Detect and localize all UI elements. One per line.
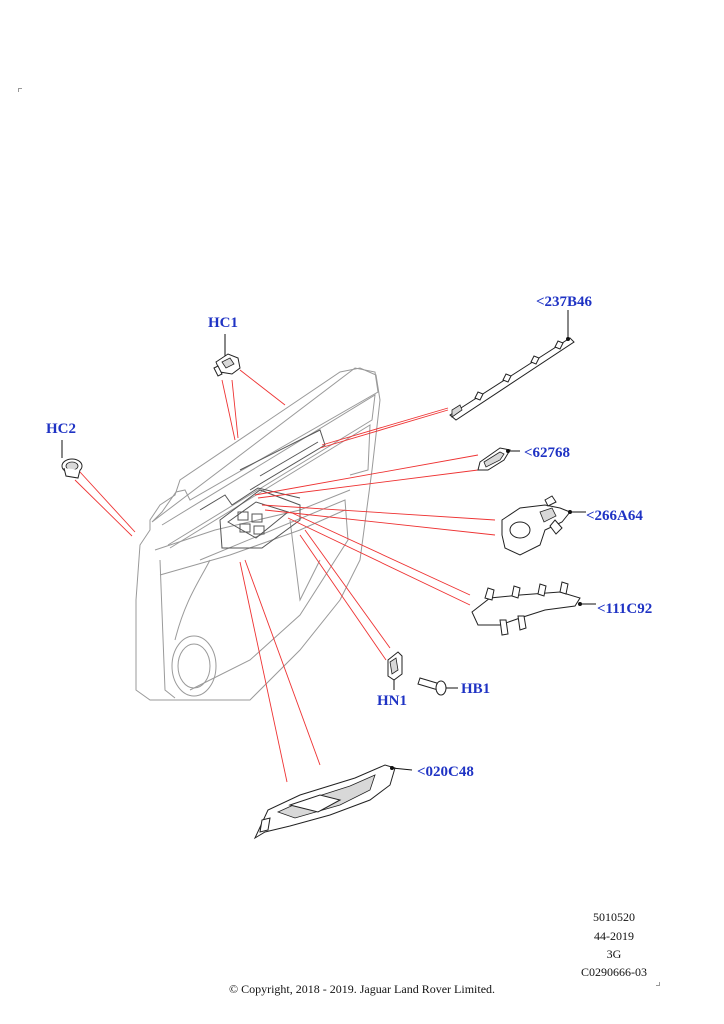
leader-lines xyxy=(74,369,496,783)
copyright-notice: © Copyright, 2018 - 2019. Jaguar Land Ro… xyxy=(228,982,496,996)
fastener-hb1-bolt[interactable] xyxy=(417,677,458,696)
callout-266a64[interactable]: <266A64 xyxy=(586,508,643,524)
diagram-reference: C0290666-03 xyxy=(581,965,647,979)
diagram-revision: 3G xyxy=(606,947,622,961)
callout-111c92[interactable]: <111C92 xyxy=(597,601,652,617)
fastener-hn1-clip[interactable] xyxy=(387,651,403,690)
fastener-hc1-clip[interactable] xyxy=(213,334,241,377)
callout-hn1[interactable]: HN1 xyxy=(377,693,407,709)
callout-020c48[interactable]: <020C48 xyxy=(417,764,474,780)
callout-237b46[interactable]: <237B46 xyxy=(536,294,593,310)
part-111c92-carrier[interactable] xyxy=(471,581,596,636)
part-020c48-handle[interactable] xyxy=(253,764,413,840)
corner-mark-top-left xyxy=(18,88,22,92)
part-62768-bezel[interactable] xyxy=(477,447,520,471)
callout-hc2[interactable]: HC2 xyxy=(46,421,76,437)
fastener-hc2-pin[interactable] xyxy=(61,440,83,479)
part-237b46-strip[interactable] xyxy=(449,310,575,421)
diagram-date: 44-2019 xyxy=(594,929,634,943)
callout-62768[interactable]: <62768 xyxy=(524,445,570,461)
diagram-code: 5010520 xyxy=(593,910,635,924)
callout-hb1[interactable]: HB1 xyxy=(461,681,490,697)
door-trim-panel xyxy=(135,367,381,701)
part-266a64-bracket[interactable] xyxy=(501,495,586,556)
callout-hc1[interactable]: HC1 xyxy=(208,315,238,331)
